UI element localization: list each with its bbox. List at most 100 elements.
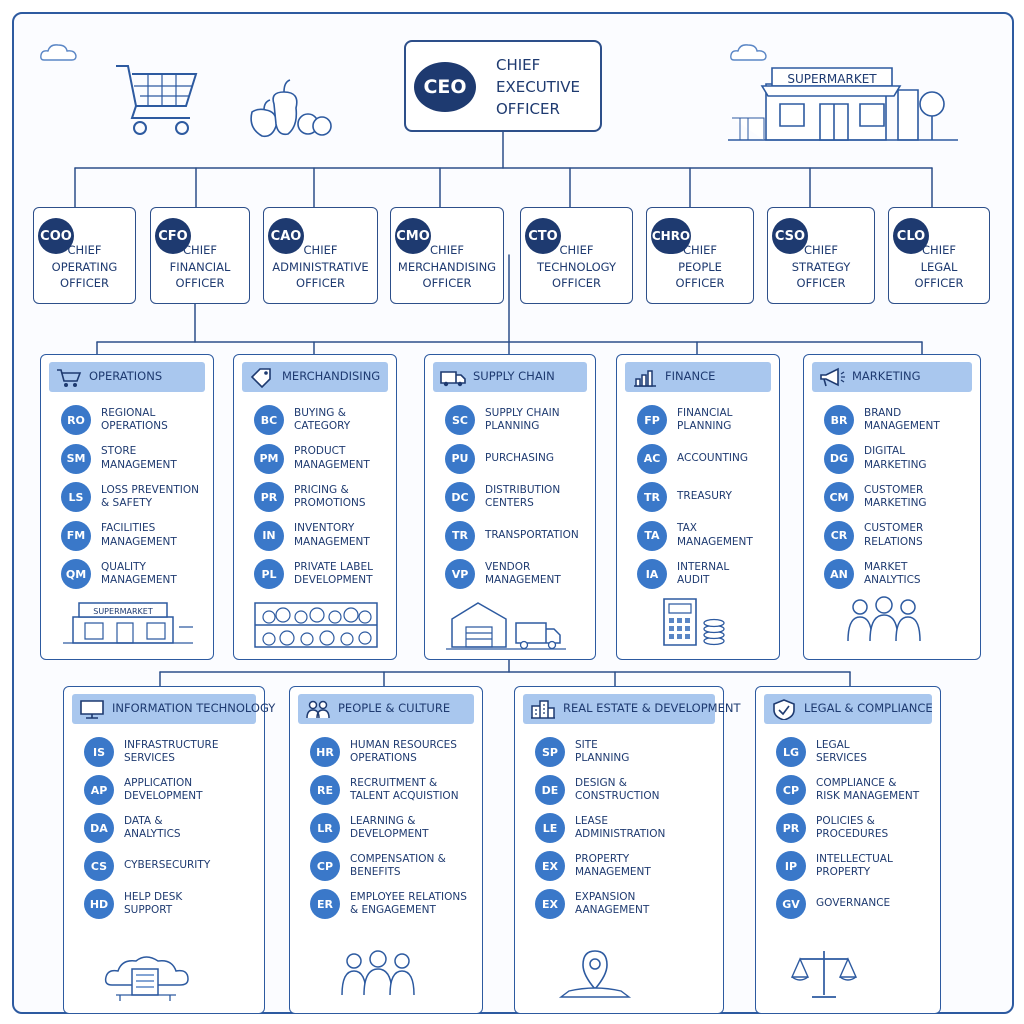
item-badge: IN xyxy=(254,520,284,551)
item-label: TAX MANAGEMENT xyxy=(677,522,753,548)
item-badge: DE xyxy=(535,775,565,805)
dept-title: REAL ESTATE & DEVELOPMENT xyxy=(563,701,741,715)
item-badge: PR xyxy=(254,482,284,512)
item-label: INVENTORY MANAGEMENT xyxy=(294,522,370,548)
item-label: COMPENSATION & BENEFITS xyxy=(350,852,446,879)
item-badge: AP xyxy=(84,775,114,805)
dept-title: MARKETING xyxy=(852,369,921,383)
ceo-box[interactable]: CEO CHIEF EXECUTIVE OFFICER xyxy=(404,40,602,132)
dept-header: SUPPLY CHAIN xyxy=(433,362,587,392)
bar-chart-icon xyxy=(634,370,656,387)
buildings-icon xyxy=(531,700,555,719)
exec-title: CHIEF STRATEGY OFFICER xyxy=(791,243,851,290)
people-group-icon xyxy=(847,596,921,642)
item-badge: LS xyxy=(61,482,91,512)
item-label: FINANCIAL PLANNING xyxy=(677,406,733,433)
item-badge: PL xyxy=(254,559,284,589)
dept-header: MERCHANDISING xyxy=(242,362,388,392)
item-label: TREASURY xyxy=(677,490,732,503)
dept-header: REAL ESTATE & DEVELOPMENT xyxy=(523,694,740,724)
item-badge: PM xyxy=(254,443,284,474)
item-badge: FM xyxy=(61,520,91,551)
item-badge: RE xyxy=(310,775,340,805)
item-badge: CP xyxy=(776,775,806,805)
item-badge: LG xyxy=(776,737,806,767)
store-sign-text: SUPERMARKET xyxy=(787,72,877,86)
item-badge: AN xyxy=(824,559,854,589)
item-label: SITE PLANNING xyxy=(575,738,630,765)
list-item[interactable]: IN INVENTORY MANAGEMENT xyxy=(254,519,390,553)
item-label: EXPANSION AANAGEMENT xyxy=(575,890,650,917)
dept-header: PEOPLE & CULTURE xyxy=(298,694,474,724)
list-item[interactable]: DE DESIGN & CONSTRUCTION xyxy=(535,773,717,807)
item-badge: VP xyxy=(445,559,475,589)
exec-title: CHIEF FINANCIAL OFFICER xyxy=(169,243,231,290)
exec-badge: CLO xyxy=(893,218,929,254)
item-label: DESIGN & CONSTRUCTION xyxy=(575,776,660,803)
item-badge: LR xyxy=(310,813,340,843)
item-badge: CM xyxy=(824,482,854,512)
supermarket-building-icon: SUPERMARKET xyxy=(728,67,958,141)
